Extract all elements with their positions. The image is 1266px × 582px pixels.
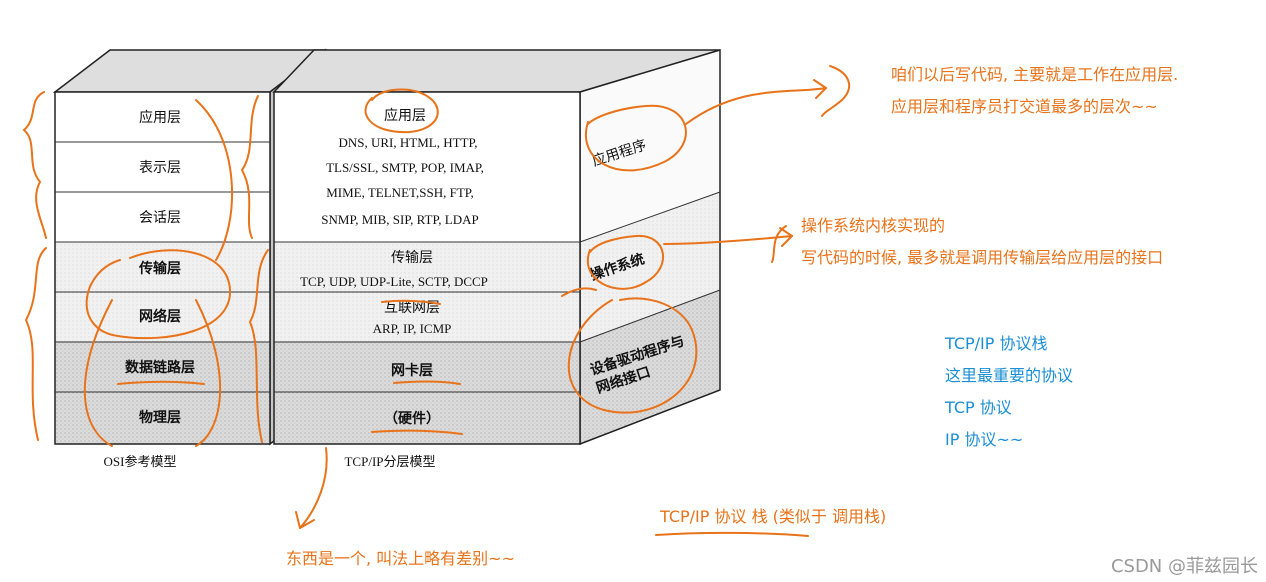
circle-transport-network (85, 249, 232, 340)
stroke-os-link (561, 287, 597, 297)
circle-operating-system (586, 234, 664, 290)
osi-layer-application: 应用层 (139, 109, 181, 126)
tcpip-application-protocols-1: DNS, URI, HTML, HTTP, (338, 135, 477, 150)
note-blue-line-4: IP 协议~~ (945, 430, 1024, 449)
note-blue-line-1: TCP/IP 协议栈 (945, 334, 1048, 353)
tcpip-transport-protocols: TCP, UDP, UDP-Lite, SCTP, DCCP (300, 274, 488, 289)
tcpip-application-title: 应用层 (384, 107, 426, 124)
osi-layer-network: 网络层 (139, 308, 181, 325)
tcpip-physical-title: （硬件） (384, 410, 440, 427)
circle-application-program (585, 104, 687, 172)
osi-layer-datalink: 数据链路层 (125, 359, 195, 376)
brace-osi-lower (24, 247, 47, 441)
underline-stack-note (655, 531, 809, 537)
tcpip-link-title: 网卡层 (391, 362, 433, 379)
tcpip-front-face (273, 91, 581, 445)
osi-layer-presentation: 表示层 (139, 160, 181, 176)
arrow-application-note (685, 87, 827, 125)
csdn-watermark: CSDN @菲兹园长 (1110, 556, 1258, 577)
osi-layer-transport: 传输层 (138, 260, 181, 277)
arrow-same-note (299, 447, 328, 529)
osi-layer-physical: 物理层 (139, 409, 181, 426)
brace-os-note (771, 225, 787, 263)
underline-datalink (117, 380, 205, 385)
underline-internet (381, 299, 441, 305)
underline-link (393, 380, 461, 385)
arrow-os-note (663, 235, 793, 245)
circle-application-layer (364, 88, 439, 134)
brace-middle-lower (248, 249, 269, 443)
osi-block: 应用层 表示层 会话层 传输层 网络层 数据链路层 物理层 OSI参考模型 (52, 48, 328, 469)
tcpip-application-protocols-3: MIME, TELNET,SSH, FTP, (326, 185, 474, 200)
note-blue-line-2: 这里最重要的协议 (945, 366, 1074, 385)
tcpip-internet-title: 互联网层 (384, 300, 440, 316)
osi-layer-session: 会话层 (139, 210, 181, 226)
note-application-line-2: 应用层和程序员打交道最多的层次~~ (891, 97, 1158, 116)
brace-application-note (821, 65, 851, 117)
stroke-lower-left (83, 299, 113, 447)
tcpip-transport-title: 传输层 (391, 250, 433, 266)
note-same-thing: 东西是一个, 叫法上略有差别~~ (286, 549, 515, 568)
tcpip-block: 应用层 DNS, URI, HTML, HTTP, TLS/SSL, SMTP,… (272, 48, 721, 469)
brace-osi-upper (22, 91, 47, 239)
underline-hardware (371, 429, 463, 435)
handwritten-marks (22, 65, 851, 537)
note-application-line-1: 咱们以后写代码, 主要就是工作在应用层. (891, 65, 1179, 84)
note-blue-line-3: TCP 协议 (945, 398, 1012, 417)
osi-caption: OSI参考模型 (104, 454, 177, 469)
brace-middle-upper (240, 95, 259, 239)
tcpip-application-protocols-4: SNMP, MIB, SIP, RTP, LDAP (321, 212, 478, 227)
tcpip-caption: TCP/IP分层模型 (344, 454, 435, 469)
circle-driver (567, 297, 698, 414)
osi-front-face (54, 91, 271, 445)
stroke-lower-right (195, 299, 221, 447)
tcpip-application-protocols-2: TLS/SSL, SMTP, POP, IMAP, (326, 160, 484, 175)
note-os-line-1: 操作系统内核实现的 (801, 216, 946, 235)
note-stack: TCP/IP 协议 栈 (类似于 调用栈) (660, 507, 887, 526)
stroke-session-group (195, 99, 234, 261)
note-os-line-2: 写代码的时候, 最多就是调用传输层给应用层的接口 (801, 248, 1164, 267)
tcpip-internet-protocols: ARP, IP, ICMP (373, 321, 452, 336)
